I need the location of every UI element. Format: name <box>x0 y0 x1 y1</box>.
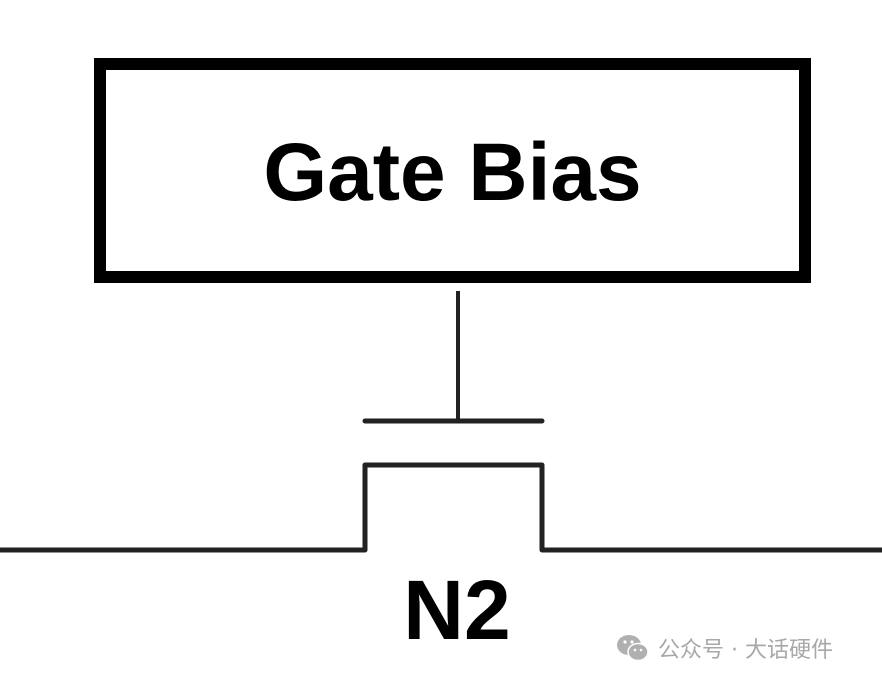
wechat-icon <box>617 635 649 662</box>
transistor-label: N2 <box>403 563 511 657</box>
watermark: 公众号 · 大话硬件 <box>616 632 833 664</box>
gate-bias-label: Gate Bias <box>263 126 642 218</box>
gate-bias-block: Gate Bias <box>94 58 811 283</box>
channel-wire <box>0 462 882 553</box>
watermark-text: 公众号 · 大话硬件 <box>658 638 833 663</box>
